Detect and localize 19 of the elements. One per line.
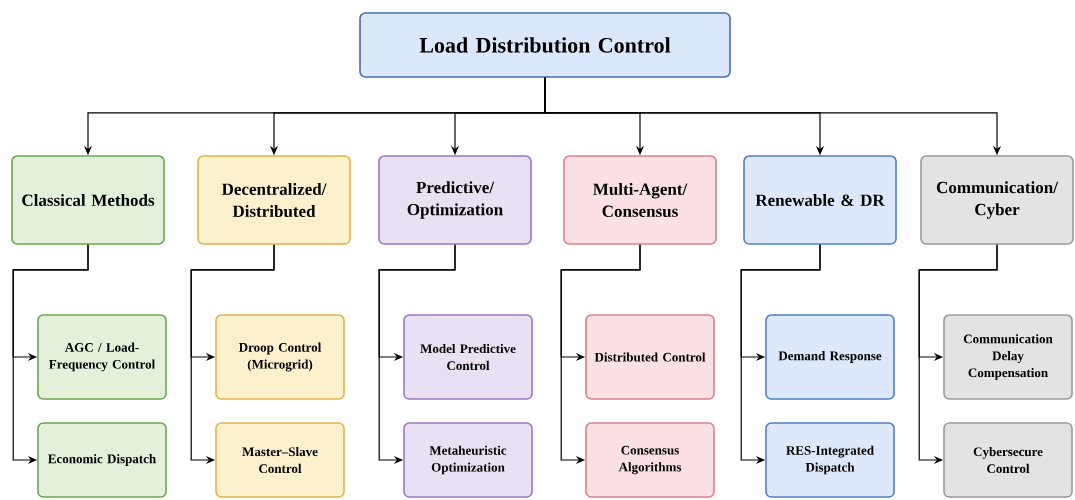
category-box: Renewable & DR [743, 155, 897, 245]
method-box: RES-Integrated Dispatch [765, 422, 895, 498]
method-box: Demand Response [765, 314, 895, 400]
category-box: Predictive/ Optimization [378, 155, 532, 245]
process-box: Load Distribution Control [359, 12, 731, 78]
method-box: Master–Slave Control [215, 422, 345, 498]
method-box: Economic Dispatch [37, 422, 167, 498]
method-box: Model Predictive Control [403, 314, 533, 400]
method-box: Cybersecure Control [943, 422, 1073, 498]
method-box: Distributed Control [585, 314, 715, 400]
method-box: AGC / Load-Frequency Control [37, 314, 167, 400]
category-box: Multi-Agent/ Consensus [563, 155, 717, 245]
method-box: Communication Delay Compensation [943, 314, 1073, 400]
method-box: Consensus Algorithms [585, 422, 715, 498]
category-box: Communication/ Cyber [920, 155, 1074, 245]
method-box: Metaheuristic Optimization [403, 422, 533, 498]
method-box: Droop Control (Microgrid) [215, 314, 345, 400]
category-box: Decentralized/ Distributed [197, 155, 351, 245]
category-box: Classical Methods [11, 155, 165, 245]
